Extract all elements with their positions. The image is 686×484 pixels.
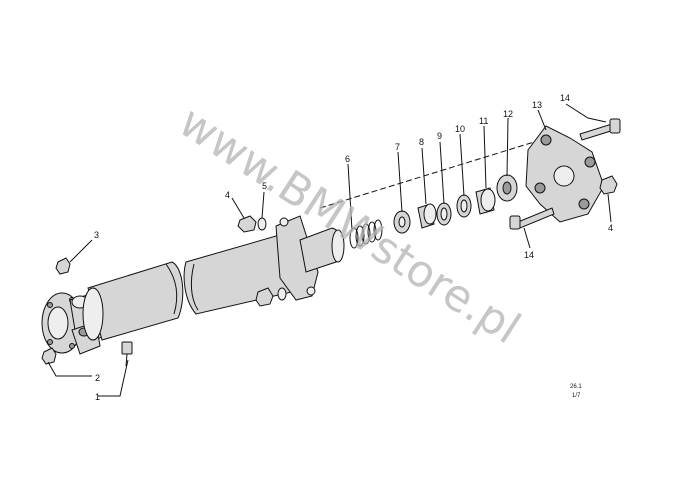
spring [349,219,383,249]
callout-7: 7 [395,142,400,152]
nut-3 [55,257,71,275]
reference-line-2: 1/7 [572,393,581,399]
callout-2: 2 [95,373,100,383]
assembly-axis-line [319,133,561,209]
nut-2 [41,347,57,365]
tube-cone-end [299,227,345,273]
seal-ring [456,194,472,218]
rubber-bush [496,174,518,202]
callout-5: 5 [262,181,267,191]
nut-tube [255,287,287,307]
bolt-lower [509,207,555,230]
callout-4-right: 4 [608,223,613,233]
leader-lines [47,103,612,397]
centering-sleeve [475,187,496,215]
callout-3: 3 [94,230,99,240]
tube-section-left [82,261,184,341]
tube-flange-plate [275,215,319,301]
bushing [417,203,437,229]
nut-4-right [599,175,618,195]
bolt-1 [121,341,133,367]
callout-10: 10 [455,124,465,134]
callout-4-left: 4 [225,190,230,200]
callout-1: 1 [95,392,100,402]
flange-left [41,292,83,354]
callout-8: 8 [419,137,424,147]
nut-4-left [237,215,257,233]
callout-9: 9 [437,131,442,141]
callout-6: 6 [345,154,350,164]
reference-line-1: 26.1 [570,384,582,390]
callout-14-lower: 14 [524,250,534,260]
callout-13: 13 [532,100,542,110]
callout-12: 12 [503,109,513,119]
ring [436,202,452,226]
callout-11: 11 [479,116,488,126]
watermark-text: www.BMWstore.pl [170,96,529,354]
washer-5 [257,217,267,231]
flexible-disc [525,125,605,223]
callout-14-upper: 14 [560,93,570,103]
bolt-upper [579,118,621,141]
